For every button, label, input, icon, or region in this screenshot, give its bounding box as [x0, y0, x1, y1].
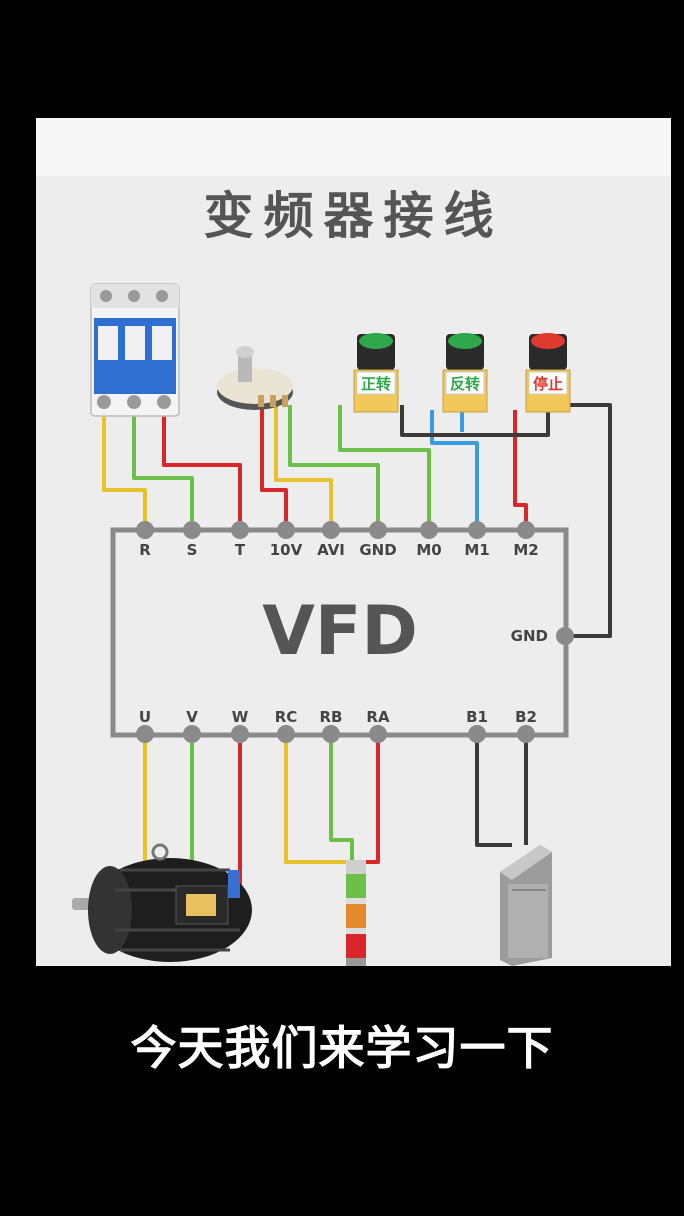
- terminal-u: [136, 725, 154, 743]
- label-rc: RC: [275, 708, 298, 726]
- terminal-w: [231, 725, 249, 743]
- label-t: T: [235, 541, 246, 559]
- wire-common: [400, 405, 550, 437]
- terminal-rb: [322, 725, 340, 743]
- wire-ra: [362, 734, 380, 864]
- wire-t: [162, 408, 242, 528]
- wire-rc: [284, 734, 348, 864]
- panel-top-band: [36, 118, 671, 176]
- top-terminal-labels: R S T 10V AVI GND M0 M1 M2 GND: [139, 541, 548, 645]
- wire-m0: [338, 405, 431, 528]
- label-v: V: [186, 708, 198, 726]
- terminal-r: [136, 521, 154, 539]
- label-m1: M1: [464, 541, 489, 559]
- label-b1: B1: [466, 708, 488, 726]
- terminal-side-gnd: [556, 627, 574, 645]
- diagram-title: 变频器接线: [203, 187, 504, 245]
- terminal-m0: [420, 521, 438, 539]
- terminal-rc: [277, 725, 295, 743]
- label-10v: 10V: [270, 541, 303, 559]
- button-label-stop: 停止: [533, 375, 563, 393]
- terminal-gnd: [369, 521, 387, 539]
- circuit-breaker-icon: [90, 283, 180, 417]
- wire-avi: [274, 405, 333, 528]
- bottom-terminal-labels: U V W RC RB RA B1 B2: [139, 708, 537, 726]
- label-r: R: [139, 541, 151, 559]
- bottom-terminals: [136, 725, 535, 743]
- push-button-forward[interactable]: 正转: [353, 333, 399, 413]
- terminal-s: [183, 521, 201, 539]
- push-button-reverse[interactable]: 反转: [442, 333, 488, 413]
- potentiometer-icon: [217, 346, 293, 410]
- button-label-forward: 正转: [361, 375, 391, 393]
- wire-gnd-right: [565, 403, 612, 638]
- wire-m2: [513, 410, 528, 528]
- subtitle-caption: 今天我们来学习一下: [130, 1021, 554, 1075]
- wire-10v: [260, 405, 288, 528]
- brake-resistor-icon: [500, 845, 552, 966]
- vfd-label: VFD: [262, 592, 418, 671]
- label-m0: M0: [416, 541, 441, 559]
- wire-r: [102, 408, 147, 528]
- button-label-reverse: 反转: [450, 375, 480, 393]
- terminal-m2: [517, 521, 535, 539]
- wire-rb: [329, 734, 354, 862]
- signal-tower-icon: [346, 860, 366, 966]
- terminal-m1: [468, 521, 486, 539]
- label-avi: AVI: [317, 541, 345, 559]
- top-wires: [102, 403, 612, 638]
- label-rb: RB: [320, 708, 343, 726]
- wire-gnd: [288, 405, 380, 528]
- terminal-10v: [277, 521, 295, 539]
- wire-s: [132, 408, 194, 528]
- label-m2: M2: [513, 541, 538, 559]
- label-s: S: [187, 541, 198, 559]
- label-u: U: [139, 708, 151, 726]
- label-ra: RA: [366, 708, 390, 726]
- wire-m1: [430, 410, 479, 528]
- terminal-t: [231, 521, 249, 539]
- label-gnd: GND: [359, 541, 396, 559]
- motor-icon: [72, 843, 252, 962]
- terminal-b2: [517, 725, 535, 743]
- terminal-ra: [369, 725, 387, 743]
- label-b2: B2: [515, 708, 537, 726]
- terminal-b1: [468, 725, 486, 743]
- terminal-v: [183, 725, 201, 743]
- label-side-gnd: GND: [511, 627, 548, 645]
- push-button-stop[interactable]: 停止: [525, 333, 571, 413]
- wire-b1: [475, 734, 512, 847]
- top-terminals: [136, 521, 574, 645]
- label-w: W: [232, 708, 249, 726]
- terminal-avi: [322, 521, 340, 539]
